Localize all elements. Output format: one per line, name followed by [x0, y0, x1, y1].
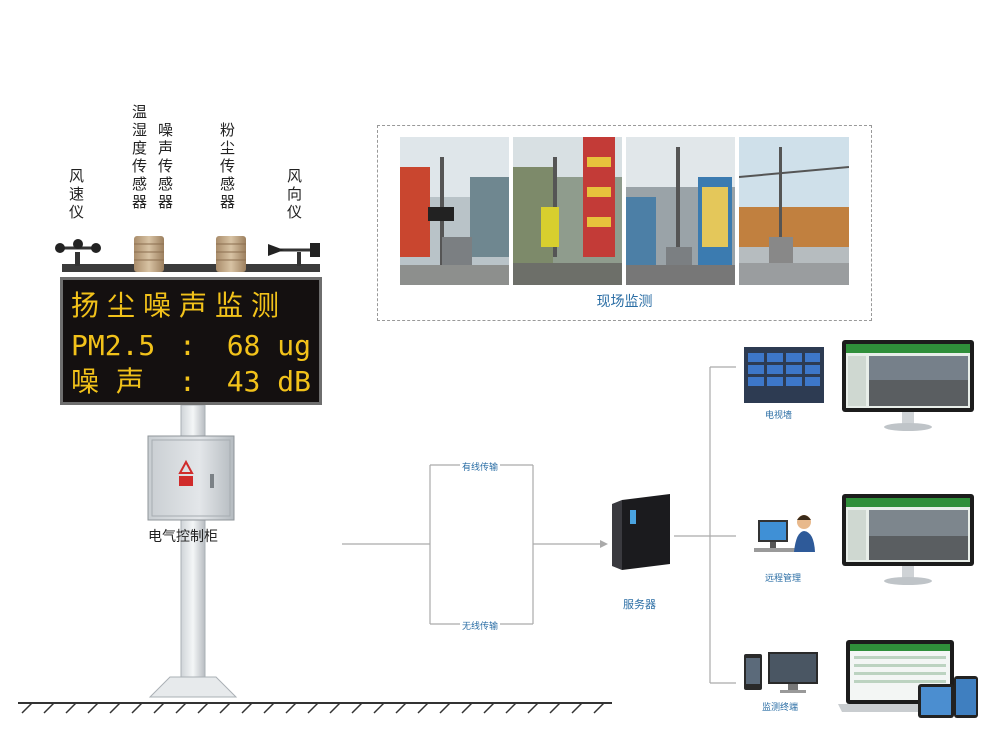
site-photo-4	[739, 137, 849, 285]
video-wall-label: 电视墙	[765, 411, 793, 421]
led-title: 扬尘噪声监测	[71, 289, 288, 322]
wind-direction-label: 风向仪	[285, 168, 303, 222]
site-photo-1	[400, 137, 509, 285]
anemometer-icon	[55, 239, 101, 266]
laptop-tablet-group	[838, 640, 978, 718]
noise-sensor-label: 噪声传感器	[156, 122, 174, 212]
remote-operator-icon	[754, 515, 815, 552]
remote-center-label: 远程管理	[765, 574, 802, 584]
temp-humidity-sensor-icon	[134, 236, 164, 272]
wind-speed-label: 风速仪	[67, 168, 85, 222]
pm-value: 68 ug	[226, 329, 311, 362]
mobile-terminal-icon	[744, 652, 818, 693]
server-label: 服务器	[623, 598, 656, 611]
onsite-caption: 现场监测	[596, 294, 653, 310]
pm-label: PM2.5	[71, 329, 156, 362]
monitor-screen-2	[842, 494, 974, 585]
mobile-terminal-label: 监测终端	[762, 703, 799, 713]
dust-sensor-label: 粉尘传感器	[218, 122, 236, 212]
cabinet-label: 电气控制柜	[148, 529, 218, 545]
wind-vane-icon	[268, 243, 320, 266]
noise-label: 噪 声	[71, 365, 144, 398]
noise-value: 43 dB	[226, 365, 311, 398]
wireless-transmission-label: 无线传输	[460, 619, 501, 632]
led-pm-row: PM2.5 : 68 ug	[71, 332, 311, 360]
onsite-monitoring-panel: 现场监测	[377, 125, 872, 321]
pm-separator: :	[179, 329, 196, 362]
temp-humidity-label: 温湿度传感器	[130, 104, 148, 212]
led-noise-row: 噪 声 : 43 dB	[71, 368, 311, 396]
site-photo-3	[626, 137, 735, 285]
wired-transmission-label: 有线传输	[460, 460, 501, 473]
video-wall-icon	[744, 347, 824, 403]
site-photo-2	[513, 137, 622, 285]
dust-sensor-icon	[216, 236, 246, 272]
monitor-screen-1	[842, 340, 974, 431]
electrical-cabinet-icon	[147, 435, 235, 521]
noise-separator: :	[179, 365, 196, 398]
server-icon	[612, 494, 670, 570]
led-display-panel: 扬尘噪声监测 PM2.5 : 68 ug 噪 声 : 43 dB	[60, 277, 322, 405]
